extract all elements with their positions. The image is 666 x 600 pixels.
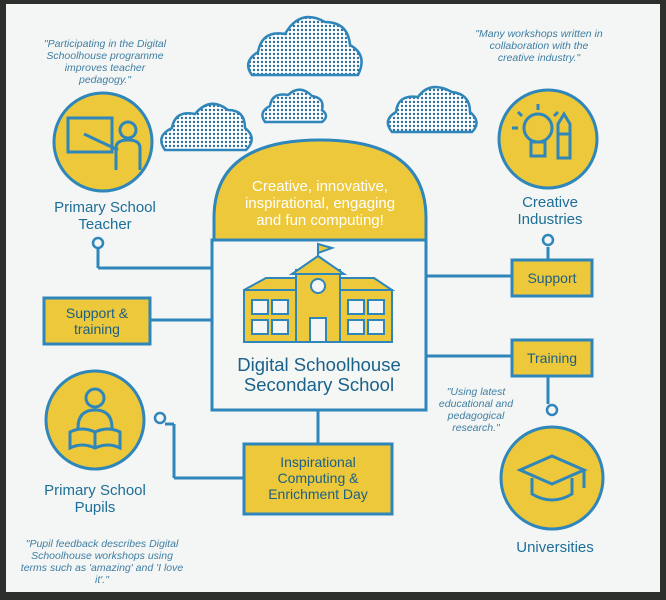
enrichment-box [242,442,394,516]
cloud-icon [160,102,253,152]
dome [212,138,428,242]
training-label: Training [526,350,578,366]
support-training-box [42,296,152,346]
pupils-label: Primary School Pupils [44,482,146,516]
creative-quote: "Many workshops written in collaboration… [475,28,603,64]
research-quote: "Using latest educational and pedagogica… [438,386,514,434]
school-title: Digital Schoolhouse Secondary School [237,354,401,395]
connector-lines [96,247,550,480]
support-label: Support [527,270,577,286]
creative-label: Creative Industries [517,194,583,228]
teacher-quote: "Participating in the Digital Schoolhous… [43,38,167,86]
enrichment-label: Inspirational Computing & Enrichment Day [268,454,368,502]
teacher-label: Primary School Teacher [54,199,156,233]
pupils-quote: "Pupil feedback describes Digital School… [20,538,184,586]
cloud-icon [386,85,478,134]
cloud-icon [261,88,328,124]
dome-text: Creative, innovative, inspirational, eng… [244,178,396,229]
pencil-icon [556,111,572,160]
lightbulb-icon [512,104,560,158]
training-box [510,338,594,378]
support-training-label: Support & training [65,305,129,337]
universities-circle [499,425,605,531]
support-box [510,258,594,298]
pupil-reading-icon [68,387,122,451]
teacher-icon [66,116,142,170]
schoolhouse-icon [243,242,396,343]
graduation-cap-icon [516,454,588,502]
universities-label: Universities [516,539,594,556]
pupils-circle [44,369,146,471]
connector-dots [91,233,559,425]
cloud-icon [246,15,363,77]
